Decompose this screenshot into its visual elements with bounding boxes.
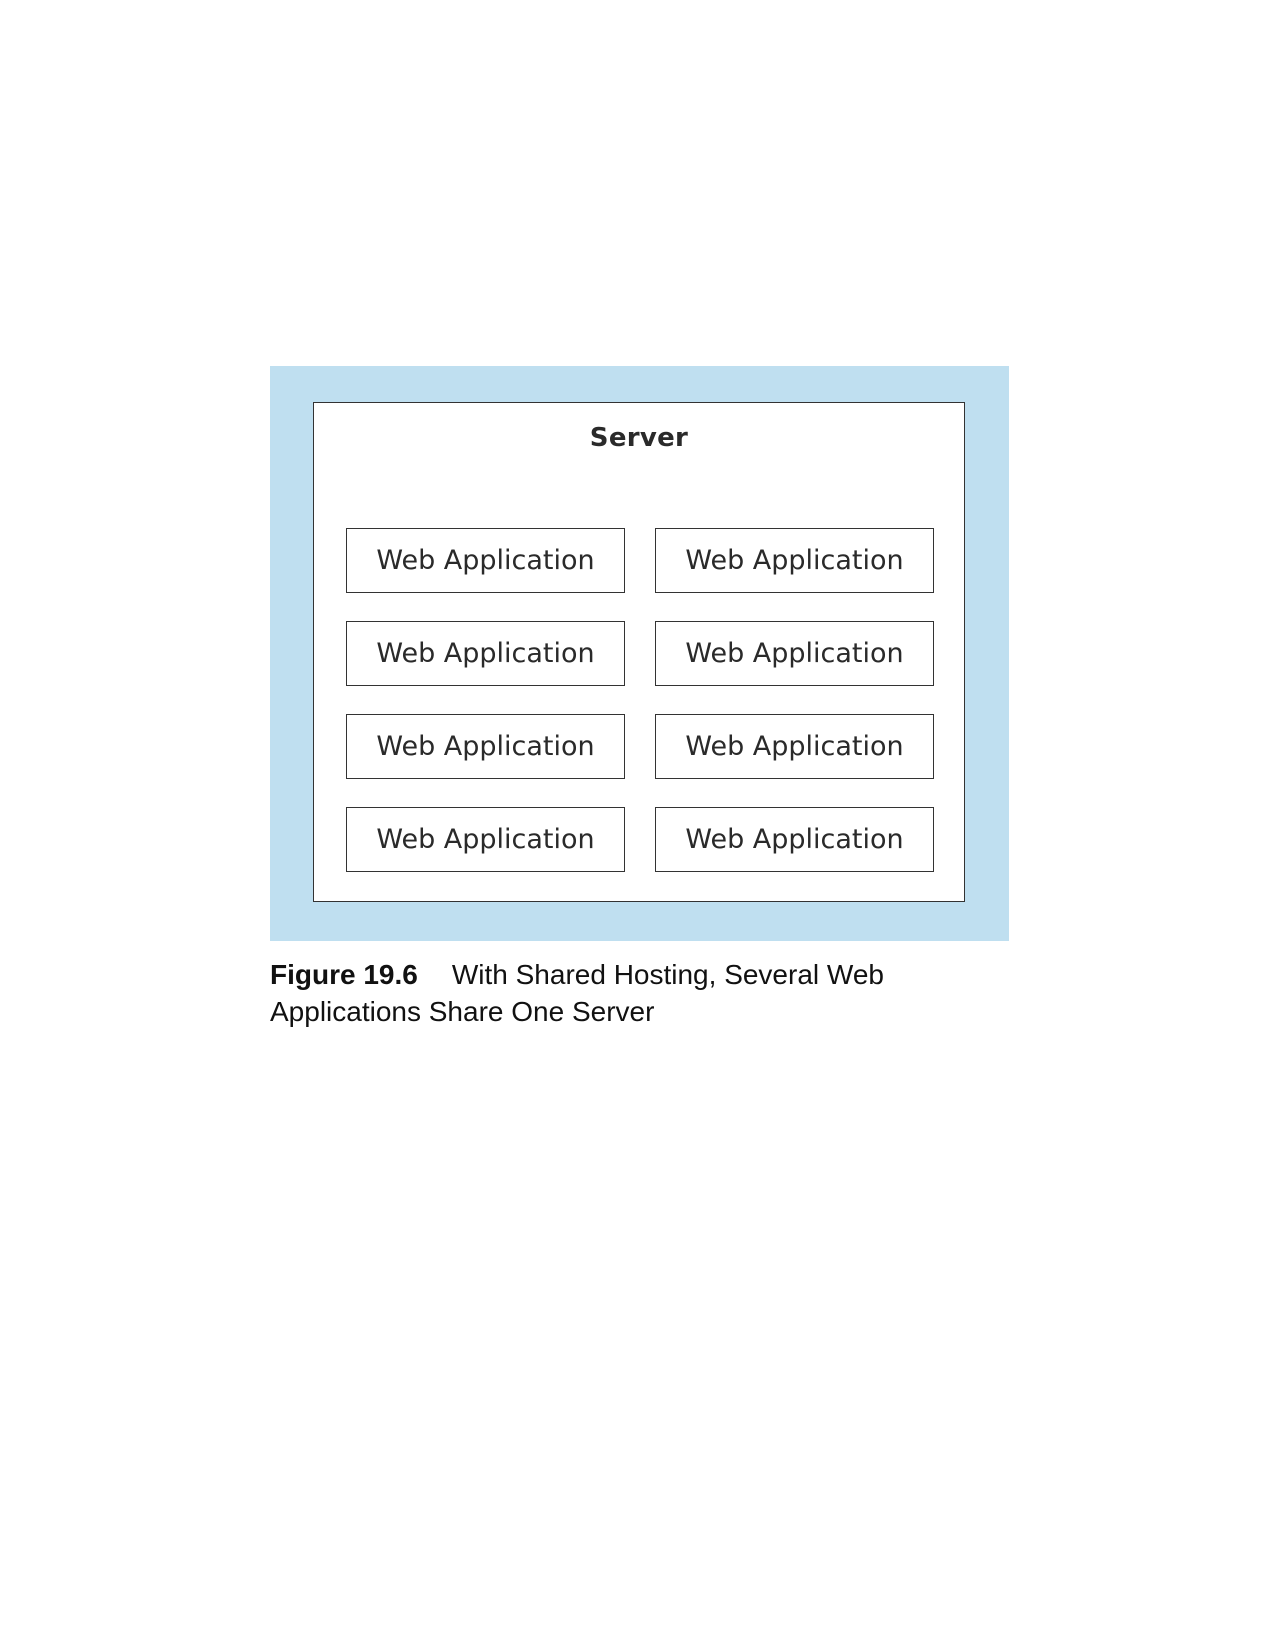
- web-application-box: Web Application: [346, 807, 625, 872]
- caption-text: With Shared Hosting, Several Web Applica…: [270, 959, 884, 1027]
- server-box: Server Web Application Web Application W…: [313, 402, 965, 902]
- web-application-box: Web Application: [655, 528, 934, 593]
- web-application-box: Web Application: [655, 807, 934, 872]
- web-application-box: Web Application: [655, 714, 934, 779]
- web-application-box: Web Application: [346, 714, 625, 779]
- figure-number: Figure 19.6: [270, 959, 418, 990]
- web-application-box: Web Application: [346, 621, 625, 686]
- server-label: Server: [589, 423, 689, 453]
- web-application-box: Web Application: [346, 528, 625, 593]
- web-application-box: Web Application: [655, 621, 934, 686]
